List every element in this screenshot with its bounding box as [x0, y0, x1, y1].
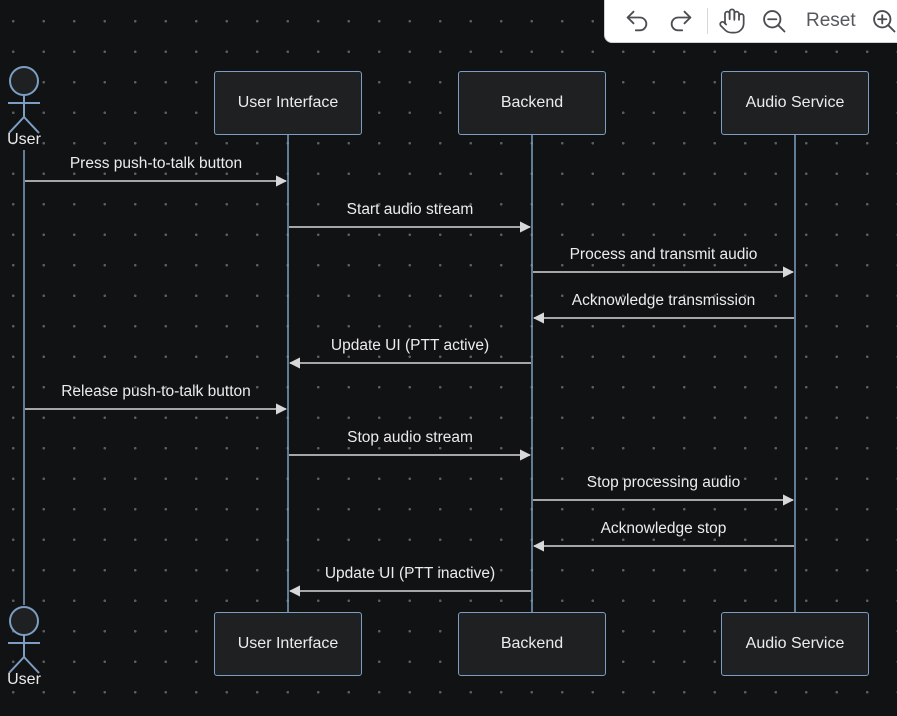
message-label: Acknowledge transmission — [571, 292, 756, 309]
message-label: Update UI (PTT active) — [330, 337, 490, 354]
zoom-out-button[interactable] — [752, 1, 796, 41]
participant-backend-top[interactable]: Backend — [458, 71, 606, 135]
user-actor-icon — [8, 606, 40, 674]
hand-pan-icon — [719, 7, 745, 34]
zoom-in-icon — [872, 9, 896, 32]
message-label: Stop audio stream — [347, 429, 473, 446]
pan-button[interactable] — [712, 1, 752, 41]
redo-button[interactable] — [659, 1, 703, 41]
redo-icon — [670, 10, 692, 31]
participant-audio-service-top[interactable]: Audio Service — [721, 71, 869, 135]
undo-button[interactable] — [615, 1, 659, 41]
toolbar-divider — [707, 7, 708, 34]
participant-user-interface-bottom[interactable]: User Interface — [214, 612, 362, 676]
actor-user-top-label: User — [7, 131, 41, 148]
message-label: Acknowledge stop — [600, 520, 727, 537]
message-label: Release push-to-talk button — [61, 383, 251, 400]
undo-icon — [626, 10, 648, 31]
zoom-out-icon — [763, 9, 786, 32]
zoom-toolbar: Reset — [604, 0, 897, 43]
message-label: Press push-to-talk button — [69, 155, 243, 172]
participant-audio-service-bottom[interactable]: Audio Service — [721, 612, 869, 676]
user-actor-icon — [8, 66, 40, 134]
message-label: Process and transmit audio — [569, 246, 758, 263]
participant-backend-bottom[interactable]: Backend — [458, 612, 606, 676]
message-label: Update UI (PTT inactive) — [324, 565, 496, 582]
actor-user-bottom-label: User — [7, 671, 41, 688]
participant-user-interface-top[interactable]: User Interface — [214, 71, 362, 135]
message-label: Start audio stream — [346, 201, 474, 218]
zoom-in-button[interactable] — [866, 1, 897, 41]
reset-button[interactable]: Reset — [806, 9, 856, 31]
message-label: Stop processing audio — [586, 474, 741, 491]
